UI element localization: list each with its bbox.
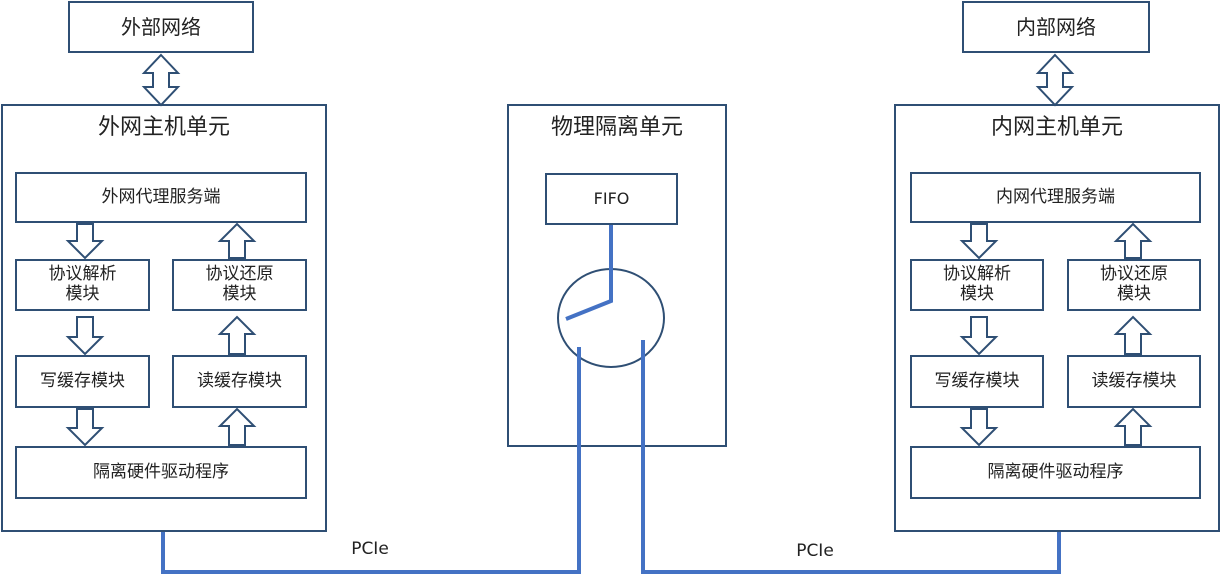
external-write-cache-label: 写缓存模块 [40, 370, 125, 391]
external-host-title: 外网主机单元 [97, 115, 230, 141]
external-network-label: 外部网络 [121, 14, 201, 39]
fifo-label: FIFO [593, 188, 630, 208]
external-network-double-arrow [141, 53, 181, 107]
internal-read-cache-label: 读缓存模块 [1091, 370, 1177, 391]
physical-isolation-title: 物理隔离单元 [550, 115, 683, 141]
fifo-box [545, 173, 678, 225]
internal-write-cache-label: 写缓存模块 [934, 370, 1020, 391]
left-pcie-label: PCIe [351, 539, 389, 560]
external-proxy-server-box [15, 172, 307, 223]
internal-proxy-server-label: 内网代理服务端 [996, 186, 1115, 207]
external-driver-label: 隔离硬件驱动程序 [93, 461, 229, 482]
internal-protocol-parse-label: 协议解析 模块 [943, 264, 1011, 304]
internal-host-title: 内网主机单元 [990, 115, 1123, 141]
internal-read-cache-box [1067, 355, 1201, 408]
external-network-box [68, 1, 254, 53]
right-pcie-label: PCIe [796, 541, 834, 562]
external-protocol-parse-label: 协议解析 模块 [48, 264, 117, 304]
external-protocol-parse-box [15, 259, 150, 311]
internal-protocol-restore-box [1067, 259, 1201, 311]
external-proxy-server-label: 外网代理服务端 [101, 186, 221, 207]
internal-driver-label: 隔离硬件驱动程序 [987, 461, 1124, 482]
internal-proxy-server-box [910, 172, 1201, 223]
external-protocol-restore-label: 协议还原 模块 [205, 264, 274, 304]
internal-network-box [962, 1, 1150, 53]
physical-isolation-unit [507, 104, 727, 447]
external-read-cache-label: 读缓存模块 [197, 370, 282, 391]
internal-protocol-parse-box [910, 259, 1044, 311]
external-write-cache-box [15, 355, 150, 408]
internal-network-double-arrow [1035, 53, 1075, 107]
internal-network-label: 内部网络 [1016, 14, 1096, 39]
external-protocol-restore-box [172, 259, 307, 311]
internal-protocol-restore-label: 协议还原 模块 [1100, 264, 1168, 304]
